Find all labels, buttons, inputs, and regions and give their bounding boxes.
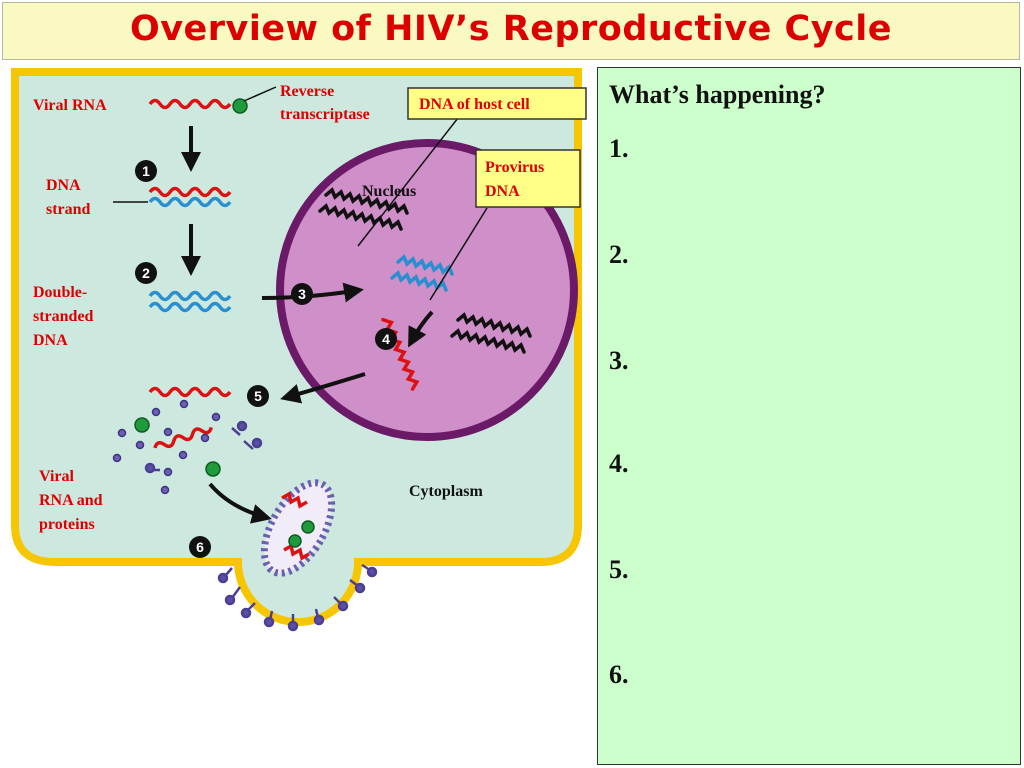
viral-components	[112, 399, 263, 495]
viral-rna-strand	[148, 98, 232, 110]
step-markers: 1 2 3 4 5 6	[135, 160, 397, 558]
label-proteins: proteins	[39, 516, 95, 533]
label-rna-and: RNA and	[39, 492, 103, 509]
label-strand: strand	[46, 201, 91, 218]
reverse-transcriptase-enzyme	[232, 98, 248, 114]
step-marker-3: 3	[298, 286, 306, 302]
provirus-label-box	[475, 149, 581, 208]
label-stranded: stranded	[33, 308, 94, 325]
rt-pointer	[243, 86, 277, 102]
label-cytoplasm: Cytoplasm	[409, 483, 483, 500]
double-dna-2	[148, 301, 232, 313]
host-dna-pointer	[357, 117, 459, 247]
dna-strand-red	[148, 186, 232, 198]
label-provirus: Provirus	[485, 159, 544, 176]
panel-step-4: 4.	[609, 449, 629, 478]
step-marker-1: 1	[142, 163, 150, 179]
slide-title: Overview of HIV’s Reproductive Cycle	[129, 9, 893, 49]
host-dna	[318, 187, 532, 354]
surface-proteins	[217, 563, 378, 632]
panel-step-5: 5.	[609, 555, 629, 584]
label-double: Double-	[33, 284, 87, 301]
label-nucleus: Nucleus	[362, 183, 416, 200]
panel-title: What’s happening?	[609, 80, 826, 109]
panel-step-2: 2.	[609, 240, 629, 269]
double-dna-1	[148, 290, 232, 302]
flow-arrows	[181, 126, 434, 524]
hiv-cycle-diagram: 1 2 3 4 5 6 Viral RNA Reverse transcript…	[11, 68, 587, 632]
step-marker-5: 5	[254, 388, 262, 404]
panel-step-6: 6.	[609, 660, 629, 689]
label-dna-of-host-cell: DNA of host cell	[419, 96, 530, 113]
label-provirus-dna: DNA	[485, 183, 520, 200]
step-marker-2: 2	[142, 265, 150, 281]
step-marker-6: 6	[196, 539, 204, 555]
panel-step-1: 1.	[609, 134, 629, 163]
whats-happening-panel: What’s happening? 1. 2. 3. 4. 5. 6.	[597, 67, 1021, 765]
label-double-dna: DNA	[33, 332, 68, 349]
title-bar: Overview of HIV’s Reproductive Cycle	[2, 2, 1020, 60]
label-viral-rna: Viral RNA	[33, 97, 107, 114]
host-dna-label-box	[407, 87, 587, 120]
virion	[260, 479, 336, 577]
label-viral: Viral	[39, 468, 75, 485]
label-reverse: Reverse	[280, 83, 334, 100]
label-dna: DNA	[46, 177, 81, 194]
step-marker-4: 4	[382, 331, 390, 347]
panel-step-3: 3.	[609, 346, 629, 375]
new-viral-rna	[148, 386, 232, 398]
dna-strand-blue	[148, 196, 232, 208]
provirus-pointer	[429, 207, 488, 301]
label-transcriptase: transcriptase	[280, 106, 370, 123]
